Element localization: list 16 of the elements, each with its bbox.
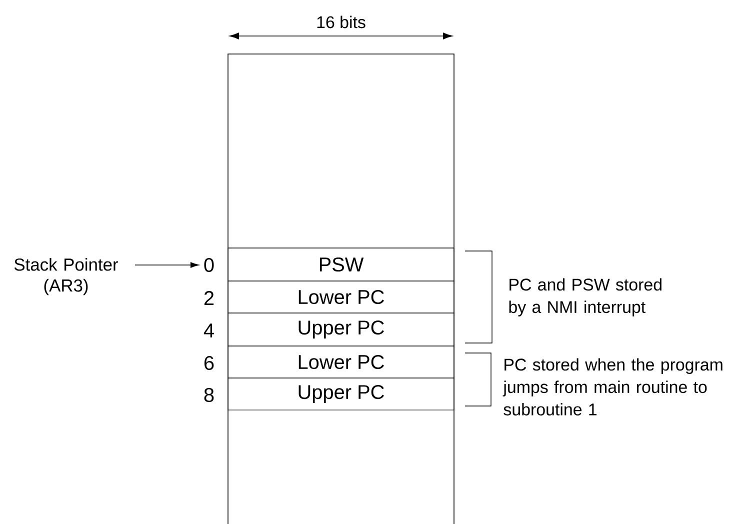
memory-cell: Upper PC [228,312,454,346]
address-number: 4 [204,324,214,338]
dimension-label: 16 bits [317,16,366,28]
address-number: 0 [204,258,214,272]
address-number: 6 [204,356,214,370]
pointer-label: Stack Pointer (AR3) [14,258,118,296]
address-number: 2 [204,291,214,305]
note-text: PC and PSW stored by a NMI interrupt [509,278,662,316]
memory-cell: Lower PC [228,280,454,314]
arrow [134,262,199,268]
memory-cell: Lower PC [228,346,454,378]
note-text: PC stored when the program jumps from main routine to subroutine 1 [502,358,722,416]
memory-stack-box [228,54,454,524]
memory-cell: Upper PC [228,378,454,410]
address-number: 8 [204,388,214,402]
memory-cell: PSW [228,248,454,282]
